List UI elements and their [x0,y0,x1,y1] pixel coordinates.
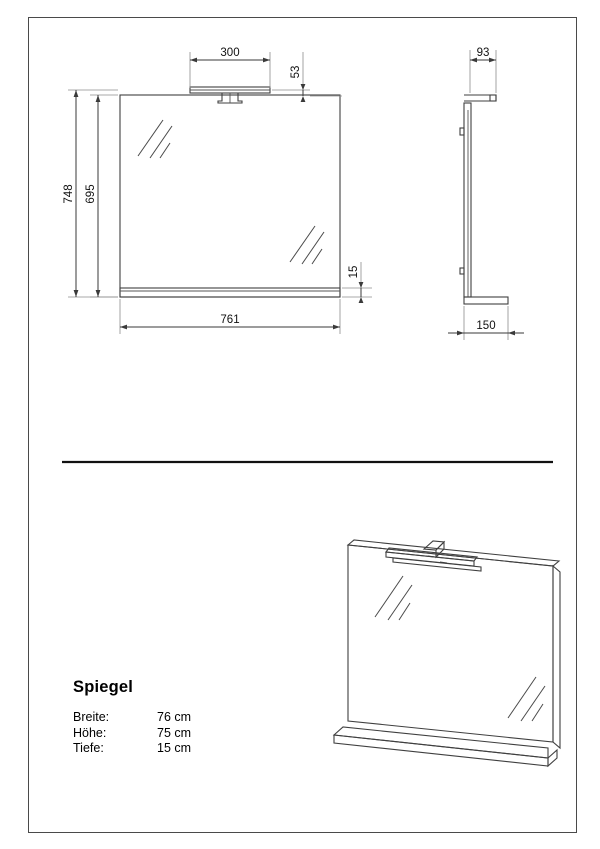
iso-mirror-top-edge [346,539,561,567]
side-lamp-arm [464,94,497,102]
dim-label-mirror-height: 695 [85,184,97,203]
specification-table: Breite: 76 cm Höhe: 75 cm Tiefe: 15 cm [73,710,191,757]
front-view: 300 53 748 [63,47,372,334]
side-mirror-panel [463,102,472,298]
spec-value-tiefe: 15 cm [157,741,192,756]
dimension-depth: 150 [448,306,524,340]
dimension-total-width: 761 [119,299,341,334]
iso-lamp-bar-lower [392,557,482,572]
dimension-total-height: 748 [63,89,118,298]
dim-label-shelf-thickness: 15 [348,266,360,279]
front-mirror-panel [119,94,341,298]
iso-mirror-face [347,544,554,743]
page-border-frame [28,17,577,833]
side-lamp-head [489,94,497,102]
side-bracket-lower [459,267,465,275]
front-shelf [119,287,341,298]
specification-list: Breite: 76 cm Höhe: 75 cm Tiefe: 15 cm [73,710,191,757]
table-row: Höhe: 75 cm [73,726,191,742]
isometric-view [332,539,561,768]
spec-label-breite: Breite: [73,710,110,724]
dimension-lamp-width: 300 [189,47,271,88]
product-title: Spiegel [73,678,134,696]
dim-label-lamp-height: 53 [290,66,302,79]
iso-reflection-mark-lower-right [507,676,546,722]
dim-label-depth: 150 [476,320,495,332]
iso-shelf-front [333,734,549,767]
dim-label-total-height: 748 [63,184,75,203]
spec-label-hoehe: Höhe: [73,725,107,740]
spec-value-hoehe: 75 cm [157,725,192,740]
iso-lamp-bracket-side [435,540,445,559]
side-bracket-upper [459,127,465,136]
spec-value-breite: 76 cm [157,710,192,724]
spec-label-tiefe: Tiefe: [73,741,104,756]
dimension-shelf-thickness: 15 [342,262,372,303]
front-reflection-mark-top-left [137,119,173,159]
iso-shelf-side [547,748,558,768]
dimension-lamp-projection: 93 [469,47,497,93]
dim-label-lamp-projection: 93 [477,47,490,59]
iso-shelf-top [332,726,549,759]
dimension-mirror-height: 695 [85,94,118,298]
dimension-lamp-height: 53 [272,52,342,102]
side-shelf [463,296,509,305]
iso-lamp-switch [427,555,436,558]
iso-mirror-side [552,564,561,750]
iso-lamp-socket [439,561,448,564]
iso-reflection-mark-upper-left [374,575,413,621]
front-reflection-mark-bottom-right [289,225,325,265]
dim-label-total-width: 761 [220,314,239,326]
table-row: Breite: 76 cm [73,710,191,726]
side-view: 93 150 [448,47,524,340]
dim-label-lamp-width: 300 [220,47,239,59]
table-row: Tiefe: 15 cm [73,741,191,757]
